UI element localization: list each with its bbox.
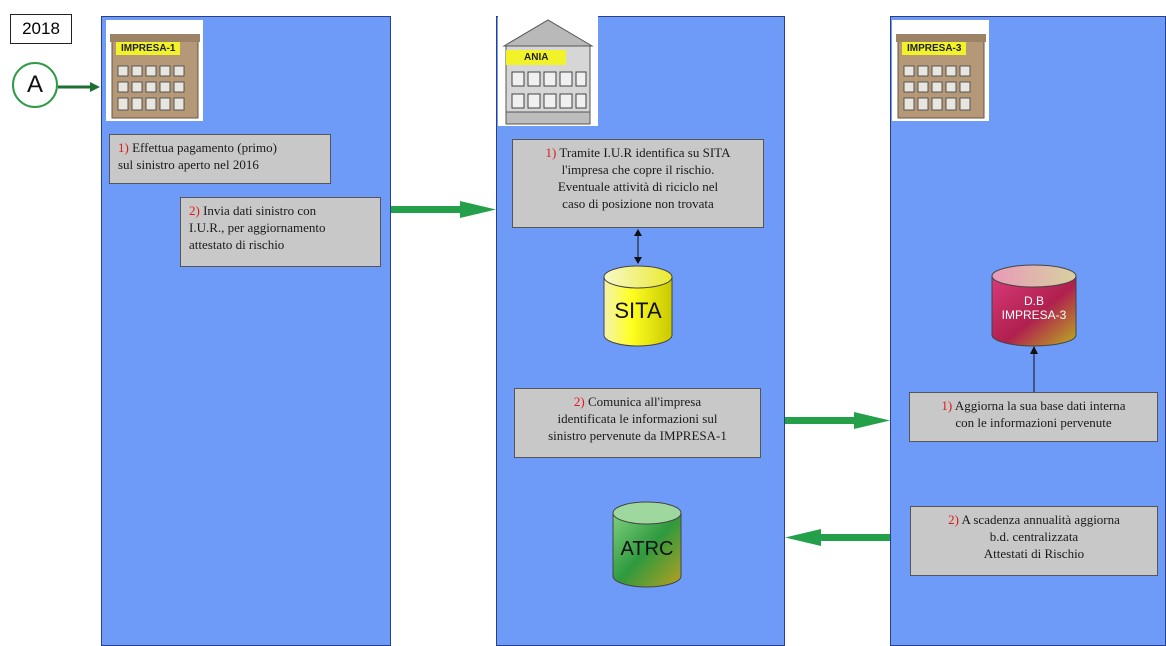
impresa1-step2-line1: 2) Invia dati sinistro con: [189, 202, 372, 219]
impresa3-step2-number: 2): [948, 512, 959, 527]
impresa3-step1-line1: 1) Aggiorna la sua base dati interna: [918, 397, 1149, 414]
impresa1-step2-text2: I.U.R., per aggiornamento: [189, 220, 326, 235]
ania-step1-text3: Eventuale attività di riciclo nel: [557, 179, 719, 194]
ania-step1-number: 1): [545, 145, 557, 160]
arrow-ania-to-impresa3: [785, 412, 890, 429]
db-impresa3-label-line1: D.B: [1023, 294, 1044, 308]
ania-step1-box: 1) Tramite I.U.R identifica su SITA l'im…: [512, 139, 764, 228]
arrow-impresa3-to-atrc: [785, 529, 890, 546]
impresa1-step1-box: 1) Effettua pagamento (primo) sul sinist…: [109, 134, 331, 184]
connector-ania-to-sita: [634, 229, 642, 264]
impresa3-step1-box: 1) Aggiorna la sua base dati interna con…: [909, 392, 1158, 442]
start-marker: A: [12, 62, 58, 108]
impresa3-step2-text2: b.d. centralizzata: [989, 529, 1079, 544]
ania-step2-number: 2): [573, 394, 585, 409]
impresa3-step1-text1: Aggiorna la sua base dati interna: [954, 398, 1126, 413]
db-impresa3-label-line2: IMPRESA-3: [1001, 308, 1067, 322]
impresa1-step1-number: 1): [118, 140, 129, 155]
impresa1-step2-number: 2): [189, 203, 200, 218]
impresa1-step2-box: 2) Invia dati sinistro con I.U.R., per a…: [180, 197, 381, 267]
arrow-start-to-impresa1: [58, 82, 100, 92]
ania-step1-text2: l'impresa che copre il rischio.: [561, 162, 715, 177]
impresa1-step1-line1: 1) Effettua pagamento (primo): [118, 139, 322, 156]
impresa3-step2-text1: A scadenza annualità aggiorna: [961, 512, 1120, 527]
building-impresa-1-icon: IMPRESA-1: [106, 20, 203, 121]
impresa3-step2-text3: Attestati di Rischio: [983, 546, 1085, 561]
ania-step2-text2: identificata le informazioni sul: [557, 411, 718, 426]
building-ania-label: ANIA: [506, 50, 567, 65]
db-impresa3-cylinder: [991, 264, 1077, 347]
connector-impresa3-to-db: [1030, 346, 1038, 392]
db-sita-cylinder: [603, 265, 673, 347]
impresa1-step1-text1: Effettua pagamento (primo): [132, 140, 277, 155]
building-ania-icon: ANIA: [498, 16, 598, 126]
impresa1-step1-text2: sul sinistro aperto nel 2016: [118, 157, 259, 172]
impresa1-step2-text1: Invia dati sinistro con: [203, 203, 317, 218]
db-impresa3-label: D.B IMPRESA-3: [992, 294, 1076, 322]
arrow-impresa1-to-ania: [391, 201, 496, 218]
ania-step2-line1: 2) Comunica all'impresa: [523, 393, 752, 410]
year-label: 2018: [10, 14, 72, 44]
impresa1-step2-text3: attestato di rischio: [189, 237, 285, 252]
db-atrc-label: ATRC: [620, 538, 674, 560]
db-atrc-cylinder: [612, 501, 682, 588]
ania-step1-line1: 1) Tramite I.U.R identifica su SITA: [521, 144, 755, 161]
ania-step2-text3: sinistro pervenute da IMPRESA-1: [548, 428, 727, 443]
impresa3-step1-text2: con le informazioni pervenute: [955, 415, 1112, 430]
db-sita-label: SITA: [614, 298, 662, 323]
ania-step2-text1: Comunica all'impresa: [587, 394, 702, 409]
ania-step2-box: 2) Comunica all'impresa identificata le …: [514, 388, 761, 458]
building-impresa-1-label: IMPRESA-1: [116, 42, 181, 55]
building-impresa-3-icon: IMPRESA-3: [892, 20, 989, 121]
impresa3-step1-number: 1): [941, 398, 953, 413]
lane-impresa-1: [101, 16, 391, 646]
ania-step1-text1: Tramite I.U.R identifica su SITA: [559, 145, 731, 160]
impresa3-step2-line1: 2) A scadenza annualità aggiorna: [919, 511, 1149, 528]
building-impresa-3-label: IMPRESA-3: [902, 42, 967, 55]
ania-step1-text4: caso di posizione non trovata: [562, 196, 714, 211]
impresa3-step2-box: 2) A scadenza annualità aggiorna b.d. ce…: [910, 506, 1158, 576]
